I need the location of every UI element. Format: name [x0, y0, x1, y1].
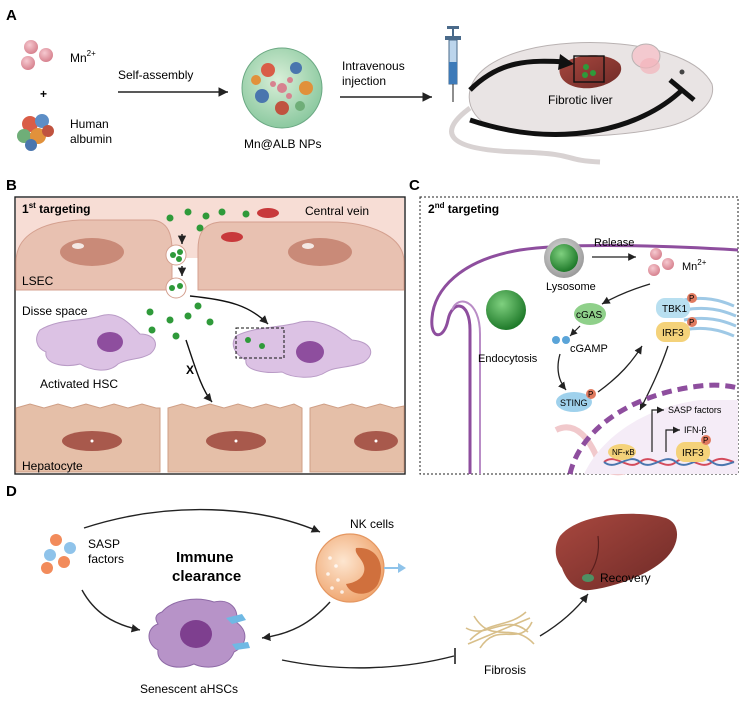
lsec-nucleus-right	[288, 238, 352, 266]
healthy-liver-icon	[555, 513, 678, 591]
immune-label-line2: clearance	[172, 568, 241, 585]
uptake-arrow	[189, 295, 269, 325]
cgamp-label: cGAMP	[570, 343, 608, 355]
injection-label-line2: injection	[342, 74, 386, 88]
fiber-icon	[465, 611, 535, 649]
panel-d: D SASP factors Immune clearance	[6, 483, 678, 696]
lsec-label: LSEC	[22, 274, 54, 288]
panel-a-letter: A	[6, 7, 17, 24]
irf3-phospho: P	[689, 318, 694, 327]
sasp-factors-icon	[41, 534, 76, 574]
irf3-nuclear-label: IRF3	[682, 448, 704, 459]
zoom-box	[573, 55, 605, 83]
tbk1-phospho: P	[689, 294, 694, 303]
self-assembly-label: Self-assembly	[118, 68, 193, 82]
irf3-label: IRF3	[662, 328, 684, 339]
inhibition-arrow	[469, 88, 684, 137]
sting-protein	[556, 392, 592, 412]
tbk1-protein	[656, 298, 690, 318]
hsc-nucleus	[97, 332, 123, 352]
nk-to-senescent-arrow	[261, 601, 331, 641]
red-blood-cell	[221, 232, 243, 242]
cgas-protein	[574, 303, 606, 325]
mn-ions-icon-c	[648, 248, 674, 276]
panel-c: C 2nd targeting Endocytosis Lysosome Rel…	[409, 177, 739, 476]
nanoparticle-icon	[241, 47, 323, 129]
immune-label-line1: Immune	[176, 549, 234, 566]
nfkb-label: NF-κB	[612, 448, 635, 457]
senescent-ahsc-label: Senescent aHSCs	[140, 682, 238, 696]
albumin-label-line2: albumin	[70, 132, 112, 146]
panel-b-letter: B	[6, 177, 17, 194]
endocytic-vesicle	[486, 290, 526, 330]
mouse-icon	[449, 42, 714, 165]
mn-label-c: Mn2+	[682, 258, 707, 273]
ifn-beta-label: IFN-β	[684, 425, 707, 435]
hepatocyte-label: Hepatocyte	[22, 459, 83, 473]
panel-a: A Mn2+ + Human albumin Self-assembly	[6, 7, 714, 165]
panel-c-title: 2nd targeting	[428, 201, 499, 216]
recovery-label: Recovery	[600, 571, 651, 585]
sasp-to-senescent-arrow	[81, 589, 141, 633]
blocked-arrow	[185, 339, 213, 403]
irf3-protein	[656, 322, 690, 342]
mn-ions-icon	[21, 40, 53, 70]
senescent-cell-icon	[148, 598, 250, 668]
panel-b: B Central vein 1st targeting LSEC Disse …	[6, 177, 406, 475]
irf3-nuclear-phospho: P	[703, 436, 708, 445]
albumin-protein-icon	[17, 114, 54, 151]
targeting-arrow	[468, 58, 567, 92]
lsec-nucleus	[60, 238, 124, 266]
nfkb-protein	[608, 444, 636, 460]
activated-hsc-label: Activated HSC	[40, 377, 118, 391]
block-mark: X	[186, 363, 194, 377]
irf3-nuclear-protein	[676, 442, 710, 462]
cgamp-molecule	[552, 336, 560, 344]
nk-cells-label: NK cells	[350, 517, 394, 531]
cgas-label: cGAS	[576, 310, 602, 321]
lysosome-label: Lysosome	[546, 281, 596, 293]
activated-hsc-left	[36, 314, 156, 371]
fibrosis-to-recovery-arrow	[539, 593, 589, 637]
sasp-factors-label: SASP factors	[668, 405, 722, 415]
syringe-icon	[445, 26, 461, 102]
disse-space-label: Disse space	[22, 304, 88, 318]
central-vein-label: Central vein	[305, 204, 369, 218]
panel-b-title: 1st targeting	[22, 201, 90, 216]
nk-cell-icon	[315, 533, 406, 603]
endocytosis-label: Endocytosis	[478, 353, 538, 365]
uptake-box	[235, 327, 285, 359]
nuclear-envelope	[567, 382, 739, 475]
sasp-label-line2: factors	[88, 552, 124, 566]
sasp-to-nk-arrow	[83, 508, 321, 533]
sasp-label-line1: SASP	[88, 537, 120, 551]
tbk1-label: TBK1	[662, 304, 687, 315]
np-label: Mn@ALB NPs	[244, 137, 322, 151]
release-label: Release	[594, 237, 634, 249]
np-dots-disse	[146, 302, 214, 340]
senescent-inhibits-fibrosis-arrow	[281, 655, 455, 669]
plus-sign: +	[40, 87, 47, 101]
albumin-label-line1: Human	[70, 117, 109, 131]
hsc-nucleus	[296, 341, 324, 363]
fibrotic-liver-label: Fibrotic liver	[548, 93, 613, 107]
sting-label: STING	[560, 398, 588, 408]
fibrosis-label: Fibrosis	[484, 663, 526, 677]
red-blood-cell	[257, 208, 279, 218]
mn-label: Mn2+	[70, 49, 96, 65]
hepatocyte-row	[15, 403, 405, 473]
injection-label-line1: Intravenous	[342, 59, 405, 73]
panel-d-letter: D	[6, 483, 17, 500]
panel-c-letter: C	[409, 177, 420, 194]
np-dots-lumen	[166, 208, 250, 232]
sting-phospho: P	[588, 390, 593, 399]
